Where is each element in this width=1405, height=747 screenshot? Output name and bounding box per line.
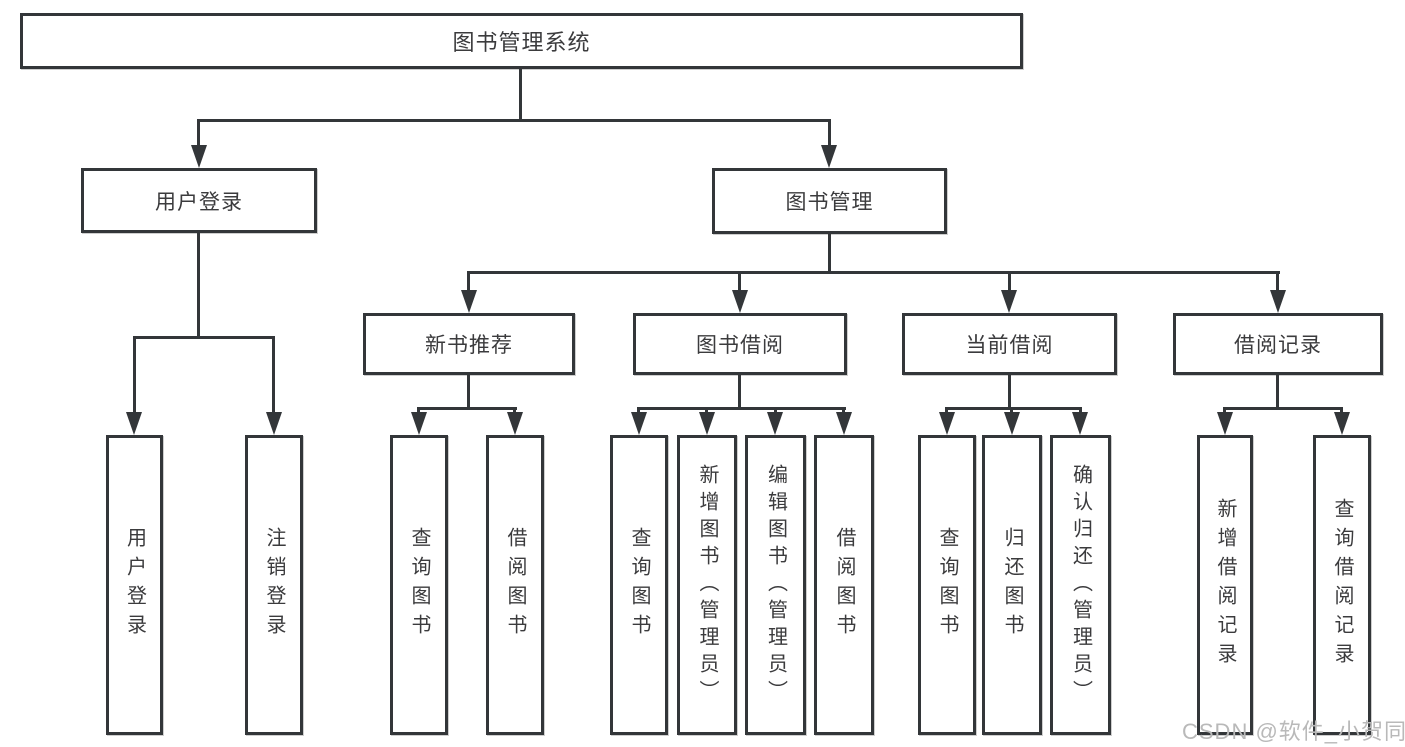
node-leaf-query-books: 查询图书 bbox=[918, 435, 976, 735]
node-leaf-add-borrow-record: 新增借阅记录 bbox=[1197, 435, 1253, 735]
node-user-login-label: 用户登录 bbox=[155, 190, 243, 214]
arrow-down-icon bbox=[767, 412, 783, 435]
node-book-borrowing-label: 图书借阅 bbox=[696, 334, 784, 357]
arrow-down-icon bbox=[836, 412, 852, 435]
arrow-down-icon bbox=[1270, 290, 1286, 313]
arrow-down-icon bbox=[821, 145, 837, 168]
arrow-down-icon bbox=[1334, 412, 1350, 435]
connector-line bbox=[133, 336, 136, 415]
node-leaf-query-books-label: 查询图书 bbox=[628, 527, 650, 643]
connector-line bbox=[417, 407, 420, 415]
node-leaf-query-books-label: 查询图书 bbox=[936, 527, 958, 643]
node-borrowing-records-label: 借阅记录 bbox=[1234, 334, 1322, 357]
node-leaf-borrow-books: 借阅图书 bbox=[486, 435, 544, 735]
arrow-down-icon bbox=[1001, 290, 1017, 313]
connector-line bbox=[828, 119, 831, 149]
arrow-down-icon bbox=[461, 290, 477, 313]
arrow-down-icon bbox=[1072, 412, 1088, 435]
node-leaf-query-borrow-record-label: 查询借阅记录 bbox=[1331, 498, 1353, 672]
connector-line bbox=[705, 407, 708, 415]
arrow-down-icon bbox=[699, 412, 715, 435]
connector-line bbox=[738, 375, 741, 410]
connector-line bbox=[519, 68, 522, 122]
connector-line bbox=[467, 271, 470, 293]
node-leaf-query-books: 查询图书 bbox=[610, 435, 668, 735]
node-book-management: 图书管理 bbox=[712, 168, 947, 234]
node-leaf-add-books-admin-label: 新增图书（管理员） bbox=[696, 463, 718, 707]
node-leaf-user-login: 用户登录 bbox=[106, 435, 163, 735]
arrow-down-icon bbox=[939, 412, 955, 435]
node-new-book-recommendation: 新书推荐 bbox=[363, 313, 575, 375]
node-library-management-system: 图书管理系统 bbox=[20, 13, 1023, 69]
node-book-management-label: 图书管理 bbox=[785, 191, 874, 214]
node-leaf-borrow-books-label: 借阅图书 bbox=[833, 527, 855, 643]
node-current-borrowing-label: 当前借阅 bbox=[965, 334, 1054, 357]
node-book-borrowing: 图书借阅 bbox=[633, 313, 847, 375]
node-borrowing-records: 借阅记录 bbox=[1173, 313, 1383, 375]
connector-line bbox=[467, 375, 470, 410]
node-leaf-confirm-return-admin-label: 确认归还（管理员） bbox=[1069, 463, 1092, 707]
arrow-down-icon bbox=[507, 412, 523, 435]
node-leaf-confirm-return-admin: 确认归还（管理员） bbox=[1050, 435, 1111, 735]
node-leaf-borrow-books: 借阅图书 bbox=[814, 435, 874, 735]
connector-line bbox=[1223, 407, 1226, 415]
arrow-down-icon bbox=[411, 412, 427, 435]
node-leaf-return-books: 归还图书 bbox=[982, 435, 1042, 735]
node-leaf-edit-books-admin: 编辑图书（管理员） bbox=[745, 435, 806, 735]
connector-line bbox=[1008, 271, 1011, 293]
arrow-down-icon bbox=[126, 412, 142, 435]
node-leaf-edit-books-admin-label: 编辑图书（管理员） bbox=[764, 463, 787, 707]
node-leaf-add-books-admin: 新增图书（管理员） bbox=[677, 435, 737, 735]
arrow-down-icon bbox=[631, 412, 647, 435]
connector-line bbox=[945, 407, 1082, 410]
node-user-login: 用户登录 bbox=[81, 168, 317, 233]
arrow-down-icon bbox=[732, 290, 748, 313]
connector-line bbox=[513, 407, 516, 415]
connector-line bbox=[1079, 407, 1082, 415]
connector-line bbox=[197, 119, 200, 149]
connector-line bbox=[637, 407, 640, 415]
arrow-down-icon bbox=[191, 145, 207, 168]
connector-line bbox=[1010, 407, 1013, 415]
connector-line bbox=[774, 407, 777, 415]
arrow-down-icon bbox=[266, 412, 282, 435]
node-current-borrowing: 当前借阅 bbox=[902, 313, 1117, 375]
csdn-watermark: CSDN @软件_小贺同学 bbox=[1182, 719, 1405, 744]
node-library-management-system-label: 图书管理系统 bbox=[452, 30, 591, 55]
node-leaf-user-login-label: 用户登录 bbox=[123, 527, 146, 643]
connector-line bbox=[1008, 375, 1011, 410]
connector-line bbox=[828, 234, 831, 274]
connector-line bbox=[133, 336, 275, 339]
node-leaf-return-books-label: 归还图书 bbox=[1001, 527, 1023, 643]
node-leaf-query-books: 查询图书 bbox=[390, 435, 448, 735]
connector-line bbox=[842, 407, 845, 415]
connector-line bbox=[272, 336, 275, 415]
connector-line bbox=[197, 119, 831, 122]
node-new-book-recommendation-label: 新书推荐 bbox=[425, 334, 513, 357]
connector-line bbox=[197, 233, 200, 339]
connector-line bbox=[1223, 407, 1343, 410]
connector-line bbox=[1276, 375, 1279, 410]
connector-line bbox=[637, 407, 846, 410]
connector-line bbox=[1276, 271, 1279, 293]
connector-line bbox=[467, 271, 1280, 274]
connector-line bbox=[417, 407, 517, 410]
node-leaf-query-borrow-record: 查询借阅记录 bbox=[1313, 435, 1371, 735]
node-leaf-borrow-books-label: 借阅图书 bbox=[504, 527, 526, 643]
arrow-down-icon bbox=[1217, 412, 1233, 435]
node-leaf-add-borrow-record-label: 新增借阅记录 bbox=[1214, 498, 1236, 672]
node-leaf-query-books-label: 查询图书 bbox=[408, 527, 430, 643]
node-leaf-logout: 注销登录 bbox=[245, 435, 303, 735]
connector-line bbox=[738, 271, 741, 293]
arrow-down-icon bbox=[1004, 412, 1020, 435]
connector-line bbox=[1340, 407, 1343, 415]
connector-line bbox=[945, 407, 948, 415]
node-leaf-logout-label: 注销登录 bbox=[263, 527, 285, 643]
